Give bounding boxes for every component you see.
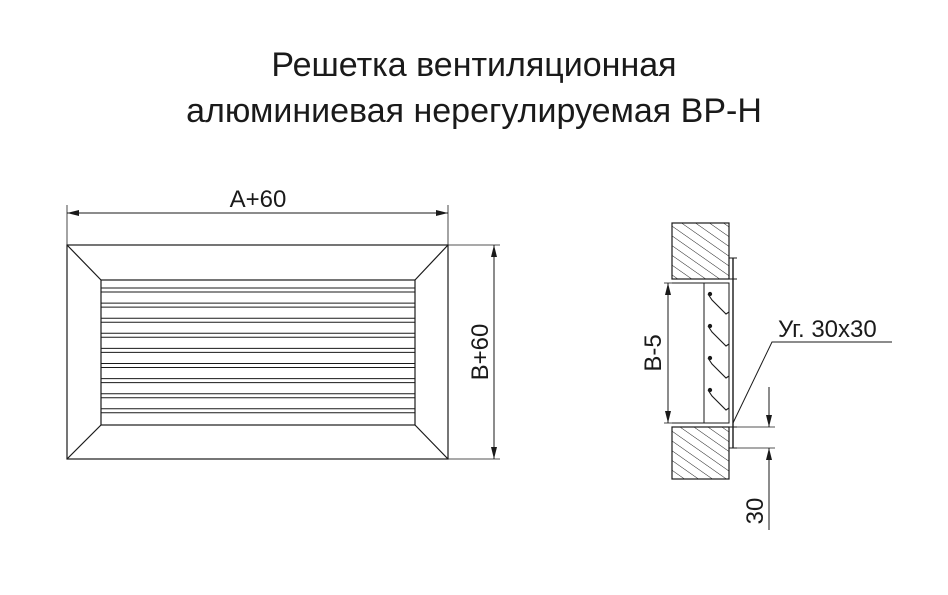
grille-section-body [703,282,730,424]
angle-leader-line [732,341,892,424]
flange-dimension-label: 30 [742,498,769,525]
title-line-2: алюминиевая нерегулируемая ВР-Н [186,92,762,130]
angle-label: Уг. 30х30 [778,316,877,343]
height-dimension-label: В+60 [467,324,494,381]
section-view [664,222,892,530]
blade [707,389,730,411]
opening-dimension-label: В-5 [640,334,667,371]
drawing-title: Решетка вентиляционная алюминиевая нерег… [0,42,948,134]
grille-blades [707,291,730,411]
blade [707,293,730,315]
grille-slats [101,287,415,414]
frame-bevel-bottom-right [414,424,449,460]
wall-section-top [671,222,730,280]
title-line-1: Решетка вентиляционная [271,46,677,84]
blade-pivot [707,323,713,329]
blade [707,325,730,347]
blade-pivot [707,387,713,393]
frame-bevel-top-left [66,244,102,281]
blade-pivot [707,355,713,361]
grille-outer-frame [66,244,449,460]
frame-bevel-top-right [414,244,449,281]
blade [707,357,730,379]
blade-pivot [707,291,713,297]
frame-bevel-bottom-left [66,424,102,460]
wall-section-bottom [671,426,730,480]
width-dimension-label: А+60 [230,186,287,213]
front-view [66,205,500,460]
